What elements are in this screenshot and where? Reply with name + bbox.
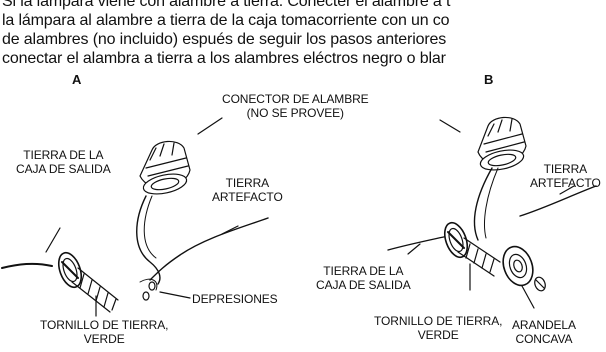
fig-a-fixture-ground-wire [149,217,269,281]
figure-a-letter: A [72,72,82,87]
fig-a-wire-connector [139,140,191,195]
fig-b-fixture-ground-wire [519,185,597,217]
fig-a-leader-ground-box [45,227,61,253]
fig-a-depression [148,281,156,291]
fig-b-label-ground-screw: TORNILLO DE TIERRA, VERDE [374,314,503,342]
leader-connector-a [197,117,223,135]
fig-a-label-depressions: DEPRESIONES [192,292,278,306]
instruction-line: Si la lámpara viene con alambre a tierra… [2,0,451,10]
fig-b-leader-fixture [559,185,575,195]
fig-a-leader-depressions [159,291,191,299]
fig-b-concave-washer [502,245,534,287]
fig-a-leader-fixture [221,225,239,235]
fig-b-ground-screw [443,221,501,277]
fig-a-box-ground-wire [1,262,53,269]
label-wire-connector: CONECTOR DE ALAMBRE (NO SE PROVEE) [222,92,369,120]
fig-a-ground-screw [57,251,119,313]
fig-b-wire-connector [477,116,527,171]
fig-b-label-ground-box: TIERRA DE LA CAJA DE SALIDA [316,264,411,292]
fig-a-depression [142,291,150,301]
fig-b-connector-wire [473,167,493,241]
leader-connector-b [439,119,461,133]
fig-a-connector-wire [136,195,161,285]
fig-a-label-ground-box: TIERRA DE LA CAJA DE SALIDA [16,148,111,176]
fig-a-label-fixture-ground: TIERRA ARTEFACTO [212,176,283,204]
instruction-line: conectar el alambra a tierra a los alamb… [2,50,446,67]
fig-b-leader-washer [521,285,535,309]
instruction-paragraph: Si la lámpara viene con alambre a tierra… [2,0,606,68]
fig-b-label-washer: ARANDELA CONCAVA [512,318,576,346]
fig-a-label-ground-screw: TORNILLO DE TIERRA, VERDE [40,318,169,346]
figure-b-letter: B [484,72,494,87]
instruction-line: la lámpara al alambre a tierra de la caj… [2,12,450,29]
fig-b-leader-ground-box [407,243,421,255]
fig-b-box-ground-wire [387,235,449,251]
fig-b-label-fixture-ground: TIERRA ARTEFACTO [530,162,601,190]
fig-b-nut [534,276,546,292]
instruction-line: de alambres (no incluido) espués de segu… [2,31,447,48]
